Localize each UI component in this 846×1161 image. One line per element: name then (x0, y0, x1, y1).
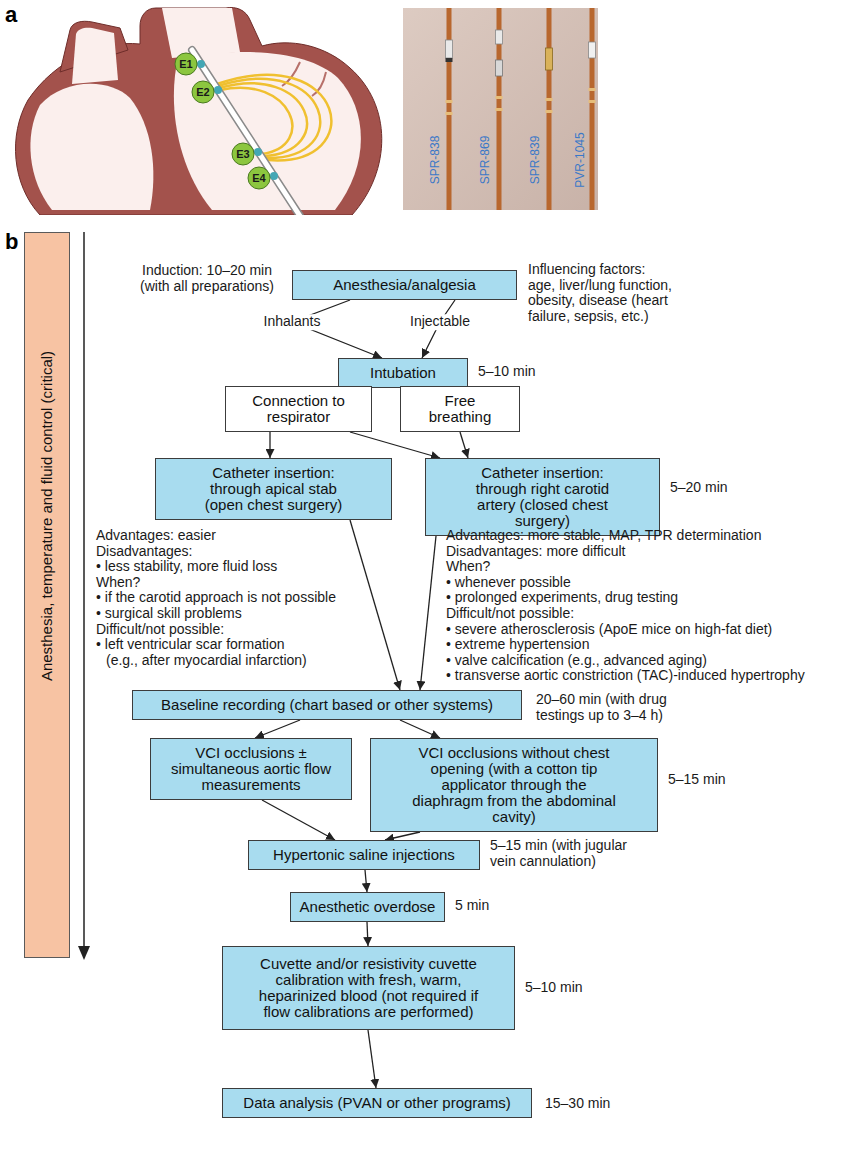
catheter (192, 50, 300, 215)
edge-label: Inhalants (261, 314, 324, 330)
time-note: 5 min (455, 898, 489, 914)
flow-arrow (269, 432, 270, 458)
catheter-photo-item (589, 8, 596, 210)
right-atrium-inlet (72, 28, 118, 84)
electrode-label: E1 (179, 58, 192, 70)
left-ventricle-cavity (174, 52, 361, 210)
process-box: Intubation (338, 358, 468, 388)
flow-arrow (350, 432, 440, 458)
box-text: Catheter insertion: through apical stab … (194, 465, 354, 513)
flow-arrow (385, 832, 420, 840)
process-box: Baseline recording (chart based or other… (132, 690, 522, 720)
note-text: Disadvantages: more difficult (446, 544, 626, 560)
process-box: Hypertonic saline injections (248, 840, 480, 870)
heart-wall (16, 8, 382, 216)
box-text: Hypertonic saline injections (273, 847, 455, 863)
electrode-label: E2 (196, 86, 209, 98)
box-text: VCI occlusions ± simultaneous aortic flo… (160, 745, 342, 793)
catheter-border (192, 50, 300, 215)
note-text: Difficult/not possible: (446, 606, 574, 622)
box-text: Free breathing (420, 393, 500, 425)
catheter-label: SPR-838 (429, 136, 442, 185)
flow-arrow (460, 432, 468, 458)
flow-arrow (255, 720, 300, 738)
process-box: VCI occlusions without chest opening (wi… (370, 738, 658, 832)
electrode-markers (175, 53, 270, 189)
box-text: Anesthetic overdose (300, 899, 436, 915)
process-box: Anesthesia/analgesia (292, 270, 517, 300)
box-text: Anesthesia/analgesia (333, 277, 476, 293)
catheter-photo (403, 8, 598, 210)
box-text: Anesthesia, temperature and fluid contro… (39, 351, 55, 681)
catheter-label: PVR-1045 (574, 132, 587, 187)
flow-arrow (365, 870, 367, 892)
time-note: 5–20 min (670, 480, 728, 496)
time-note: 5–15 min (668, 772, 726, 788)
box-text: Catheter insertion: through right caroti… (456, 465, 630, 529)
catheter-photo-item (446, 8, 453, 210)
process-box: Anesthetic overdose (290, 892, 445, 922)
panel-letter: b (5, 230, 18, 254)
note-text: • surgical skill problems (96, 606, 242, 622)
panel-letter: a (5, 3, 17, 27)
process-box: Catheter insertion: through apical stab … (155, 458, 392, 520)
timeline-band: Anesthesia, temperature and fluid contro… (24, 232, 70, 958)
electrode-label: E4 (252, 172, 265, 184)
time-note: Induction: 10–20 min (with all preparati… (132, 263, 282, 294)
note-text: • valve calcification (e.g., advanced ag… (446, 653, 707, 669)
note-text: Disadvantages: (96, 544, 193, 560)
catheter-photo-item (496, 8, 503, 210)
note-text: Influencing factors: age, liver/lung fun… (528, 262, 674, 324)
catheter-photo-item (546, 8, 553, 210)
flow-arrow (368, 1030, 376, 1088)
time-note: 20–60 min (with drug testings up to 3–4 … (536, 692, 676, 723)
process-box: Catheter insertion: through right caroti… (425, 458, 660, 536)
flow-arrow (420, 536, 436, 690)
box-text: Cuvette and/or resistivity cuvette calib… (254, 956, 484, 1020)
note-text: Advantages: easier (96, 528, 216, 544)
note-text: • extreme hypertension (446, 637, 589, 653)
note-text: Difficult/not possible: (96, 622, 224, 638)
option-box: Connection to respirator (225, 386, 372, 432)
catheter-label: SPR-839 (529, 136, 542, 185)
heart-illustration (16, 8, 382, 216)
note-text: • transverse aortic constriction (TAC)-i… (446, 668, 805, 684)
flow-arrow (262, 800, 335, 840)
note-text: • prolonged experiments, drug testing (446, 590, 678, 606)
note-text: • left ventricular scar formation (e.g.,… (96, 637, 319, 668)
note-text: • severe atherosclerosis (ApoE mice on h… (446, 622, 772, 638)
flow-arrow (350, 520, 400, 690)
note-text: When? (96, 575, 140, 591)
time-note: 5–15 min (with jugular vein cannulation) (490, 838, 645, 869)
flow-arrow (400, 720, 440, 738)
catheter-electrodes (197, 60, 278, 180)
box-text: Intubation (370, 365, 436, 381)
flow-arrow (367, 922, 368, 946)
box-text: Baseline recording (chart based or other… (161, 697, 493, 713)
electrode-label: E3 (236, 148, 249, 160)
note-text: • less stability, more fluid loss (96, 559, 277, 575)
right-heart-cavity (30, 84, 153, 210)
option-box: Free breathing (400, 386, 520, 432)
timeline-arrow (78, 232, 90, 960)
note-text: • whenever possible (446, 575, 571, 591)
process-box: VCI occlusions ± simultaneous aortic flo… (150, 738, 352, 800)
edge-label: Injectable (407, 314, 473, 330)
box-text: VCI occlusions without chest opening (wi… (407, 745, 622, 825)
process-box: Cuvette and/or resistivity cuvette calib… (222, 946, 515, 1030)
time-note: 5–10 min (525, 980, 583, 996)
box-text: Data analysis (PVAN or other programs) (243, 1095, 510, 1111)
catheter-label: SPR-869 (479, 136, 492, 185)
note-text: When? (446, 559, 490, 575)
time-note: 5–10 min (478, 364, 536, 380)
note-text: Advantages: more stable, MAP, TPR determ… (446, 528, 761, 544)
process-box: Data analysis (PVAN or other programs) (222, 1088, 532, 1118)
time-note: 15–30 min (545, 1096, 610, 1112)
note-text: • if the carotid approach is not possibl… (96, 590, 336, 606)
box-text: Connection to respirator (244, 393, 354, 425)
aorta-lumen (162, 8, 240, 58)
